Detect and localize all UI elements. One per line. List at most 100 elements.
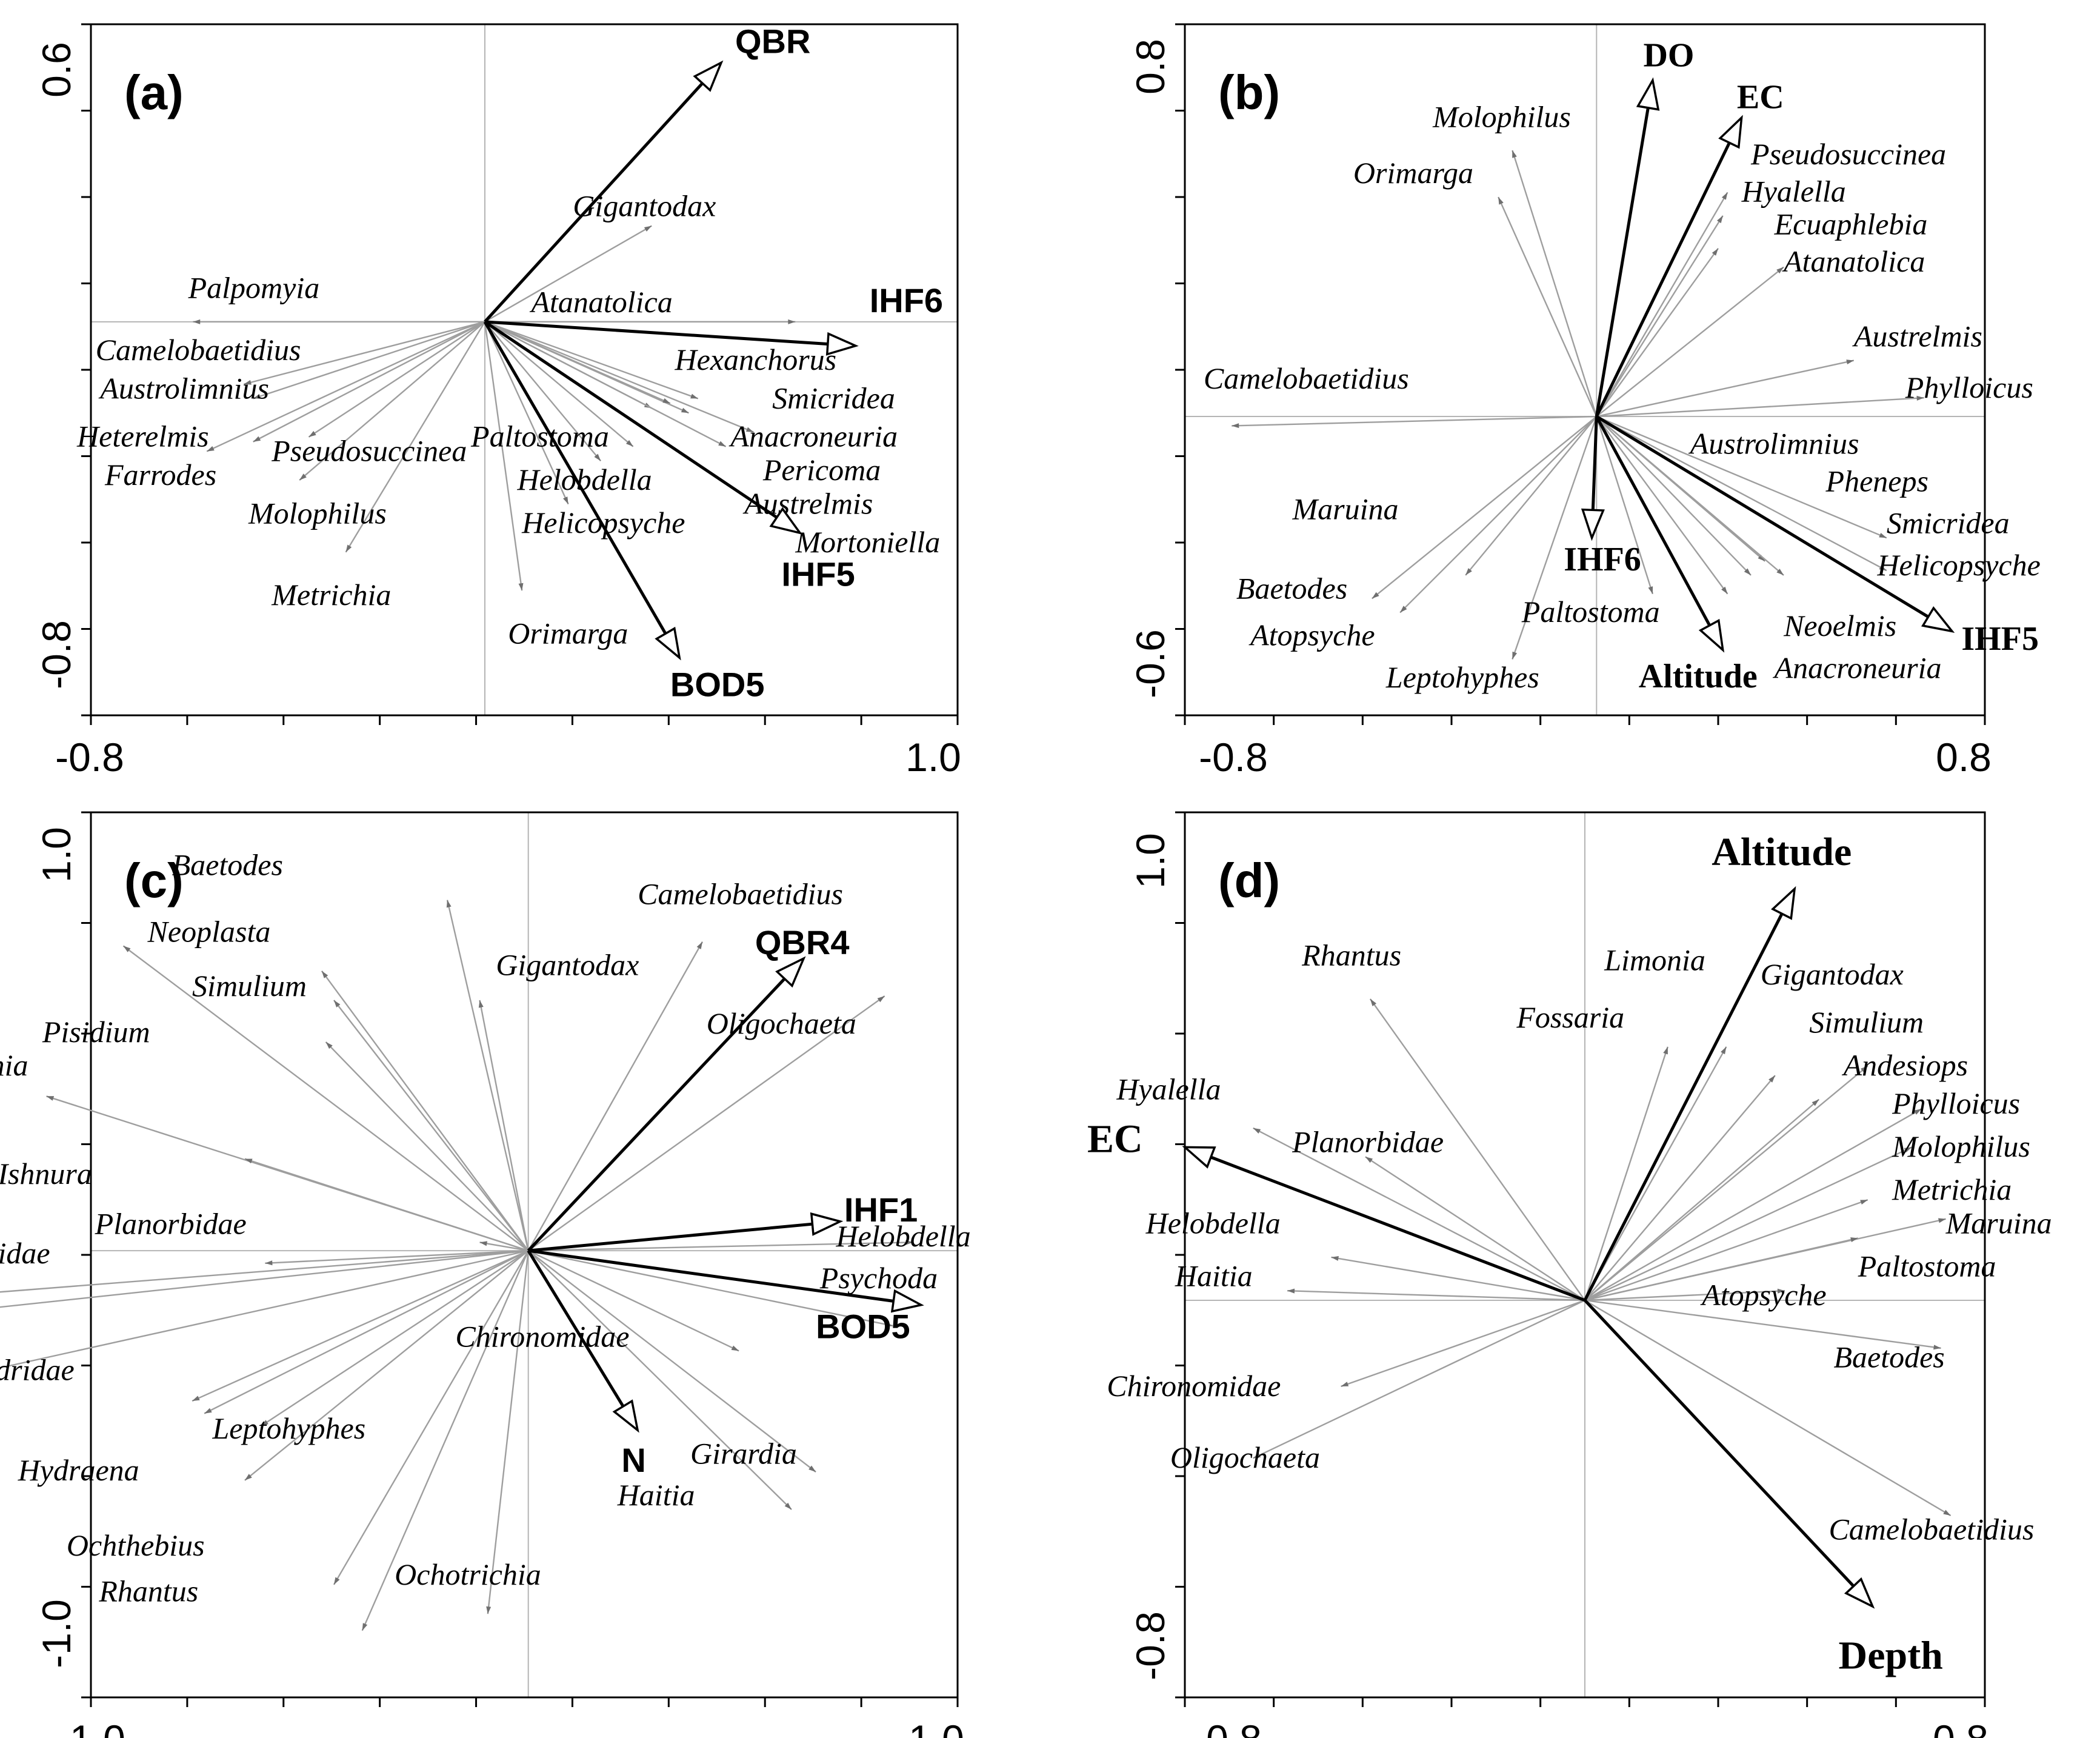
species-label-atanatolica: Atanatolica [1782,244,1925,278]
species-arrow-gigantodax [479,1000,529,1251]
species-label-camelobaetidius: Camelobaetidius [96,333,301,367]
species-arrow-andesiops [1584,1065,1868,1301]
species-arrow-phylloicus [1596,397,1924,418]
env-label-qbr: QBR [735,22,810,61]
species-arrowhead-helobdella [594,453,601,461]
species-arrow-ochotrichia [487,1250,529,1614]
species-arrow-pericoma [484,321,754,433]
species-arrow-planorbidae [479,1242,528,1252]
species-arrowhead-smicridea [1879,532,1887,538]
env-vector-bod5 [528,1249,894,1303]
species-label-orimarga: Orimarga [1353,156,1473,190]
species-arrowhead-ochotrichia [486,1606,492,1614]
species-arrowhead-andesiops [123,946,131,952]
env-vector-ihf1 [528,1222,813,1252]
species-arrowhead-leptohyphes [261,1420,268,1426]
env-arrowhead-altitude [1698,618,1725,653]
species-label-psychoda: Psychoda [819,1261,938,1295]
species-label-helicopsyche: Helicopsyche [521,506,685,540]
species-arrowhead-psychoda [885,1322,893,1327]
species-arrow-helicopsyche [484,321,569,505]
species-arrow-ecuaphlebia [1596,248,1719,417]
species-arrow-neoelmis [1596,416,1728,595]
env-vector-ihf6 [1591,416,1598,510]
env-label-altitude: Altitude [1712,830,1852,874]
species-arrowhead-pericoma [745,427,754,432]
species-label-baetodes: Baetodes [1236,571,1347,605]
panel-d: -0.80.81.0-0.8(d)LimoniaGigantodaxSimuli… [1087,811,2052,1738]
species-arrowhead-rhantus [362,1623,368,1631]
x-tick-label: 0.8 [1933,1717,1988,1738]
env-arrowhead-ihf6 [825,332,859,356]
env-arrowhead-ihf6 [1581,508,1605,541]
y-tick-label: 1.0 [34,827,79,883]
species-arrowhead-pisidium [325,1041,333,1049]
species-arrowhead-chironomidae [731,1345,739,1351]
env-label-n: N [621,1441,645,1479]
x-tick-label: 1.0 [905,735,961,780]
species-arrowhead-molophilus [1512,150,1517,158]
species-arrow-rhantus [1369,998,1585,1301]
species-label-simulium: Simulium [192,969,307,1003]
species-arrow-heterelmis [253,321,485,443]
species-label-hyalella: Hyalella [1116,1072,1221,1106]
species-arrow-camelobaetidius [527,941,704,1251]
species-arrowhead-haitia [1287,1288,1295,1294]
species-label-fossaria: Fossaria [1516,1000,1624,1034]
species-arrow-limonia [1584,1046,1727,1301]
species-arrow-rhantus [361,1250,529,1631]
x-tick-label: -0.8 [1193,1717,1262,1738]
species-label-pheneps: Pheneps [1825,464,1928,498]
species-arrowhead-hyalella [1716,215,1723,224]
x-tick-label: -0.8 [1199,735,1268,780]
species-label-pseudosuccinea: Pseudosuccinea [1750,137,1946,171]
species-arrowhead-baetodes [1933,1345,1941,1350]
species-arrowhead-helicopsyche [563,496,568,504]
species-arrow-ochthebius [333,1250,529,1585]
species-label-neoelmis: Neoelmis [1783,609,1896,643]
species-label-metrichia: Metrichia [1892,1172,2012,1206]
species-arrow-molophilus [1584,1146,1912,1302]
species-arrowhead-farrodes [207,446,215,452]
species-arrow-camelobaetidius [1232,415,1597,427]
env-arrowhead-bod5 [655,626,681,661]
species-arrow-psychoda [528,1249,893,1327]
species-arrow-oligochaeta [527,995,885,1252]
species-arrow-palpomyia [204,1250,529,1414]
x-tick-label: -1.0 [56,1717,125,1738]
species-arrow-hyalella [0,1249,528,1308]
species-arrowhead-maruina [1938,1218,1946,1223]
species-arrowhead-atopsyche [1400,606,1407,613]
env-vector-depth [1584,1299,1855,1588]
species-arrow-ephydridae [192,1250,529,1402]
y-tick-label: 1.0 [1128,833,1173,889]
env-vector-ec [1595,142,1731,418]
env-label-altitude: Altitude [1639,658,1758,695]
species-arrowhead-camelobaetidius [1943,1509,1951,1516]
species-arrow-chironomidae [1341,1299,1585,1388]
env-label-ec: EC [1737,79,1784,116]
species-arrowhead-camelobaetidius [696,941,703,949]
species-arrow-oligochaeta [1253,1299,1585,1459]
species-arrowhead-austrolimnius [253,393,261,399]
species-label-gigantodax: Gigantodax [496,948,639,982]
species-arrowhead-simulium [333,1000,341,1008]
env-label-do: DO [1643,36,1694,74]
species-label-molophilus: Molophilus [248,496,387,530]
species-arrowhead-paltostoma [1648,586,1653,594]
species-arrowhead-girardia [808,1465,816,1472]
species-label-molophilus: Molophilus [1892,1129,2030,1163]
env-label-bod5: BOD5 [670,665,765,703]
species-arrowhead-ancylidae [265,1260,273,1266]
env-arrowhead-ihf5 [1921,606,1955,633]
species-arrowhead-ephydridae [192,1395,200,1402]
species-arrow-molophilus [299,321,485,481]
env-vector-n [527,1249,625,1408]
species-arrow-paltostoma [484,321,634,447]
species-label-austrolimnius: Austrolimnius [98,372,269,406]
species-arrowhead-ishnura [244,1158,253,1164]
y-tick-label: 0.6 [34,42,79,98]
species-arrow-baetodes [446,900,529,1251]
env-arrowhead-ec [1182,1146,1216,1169]
